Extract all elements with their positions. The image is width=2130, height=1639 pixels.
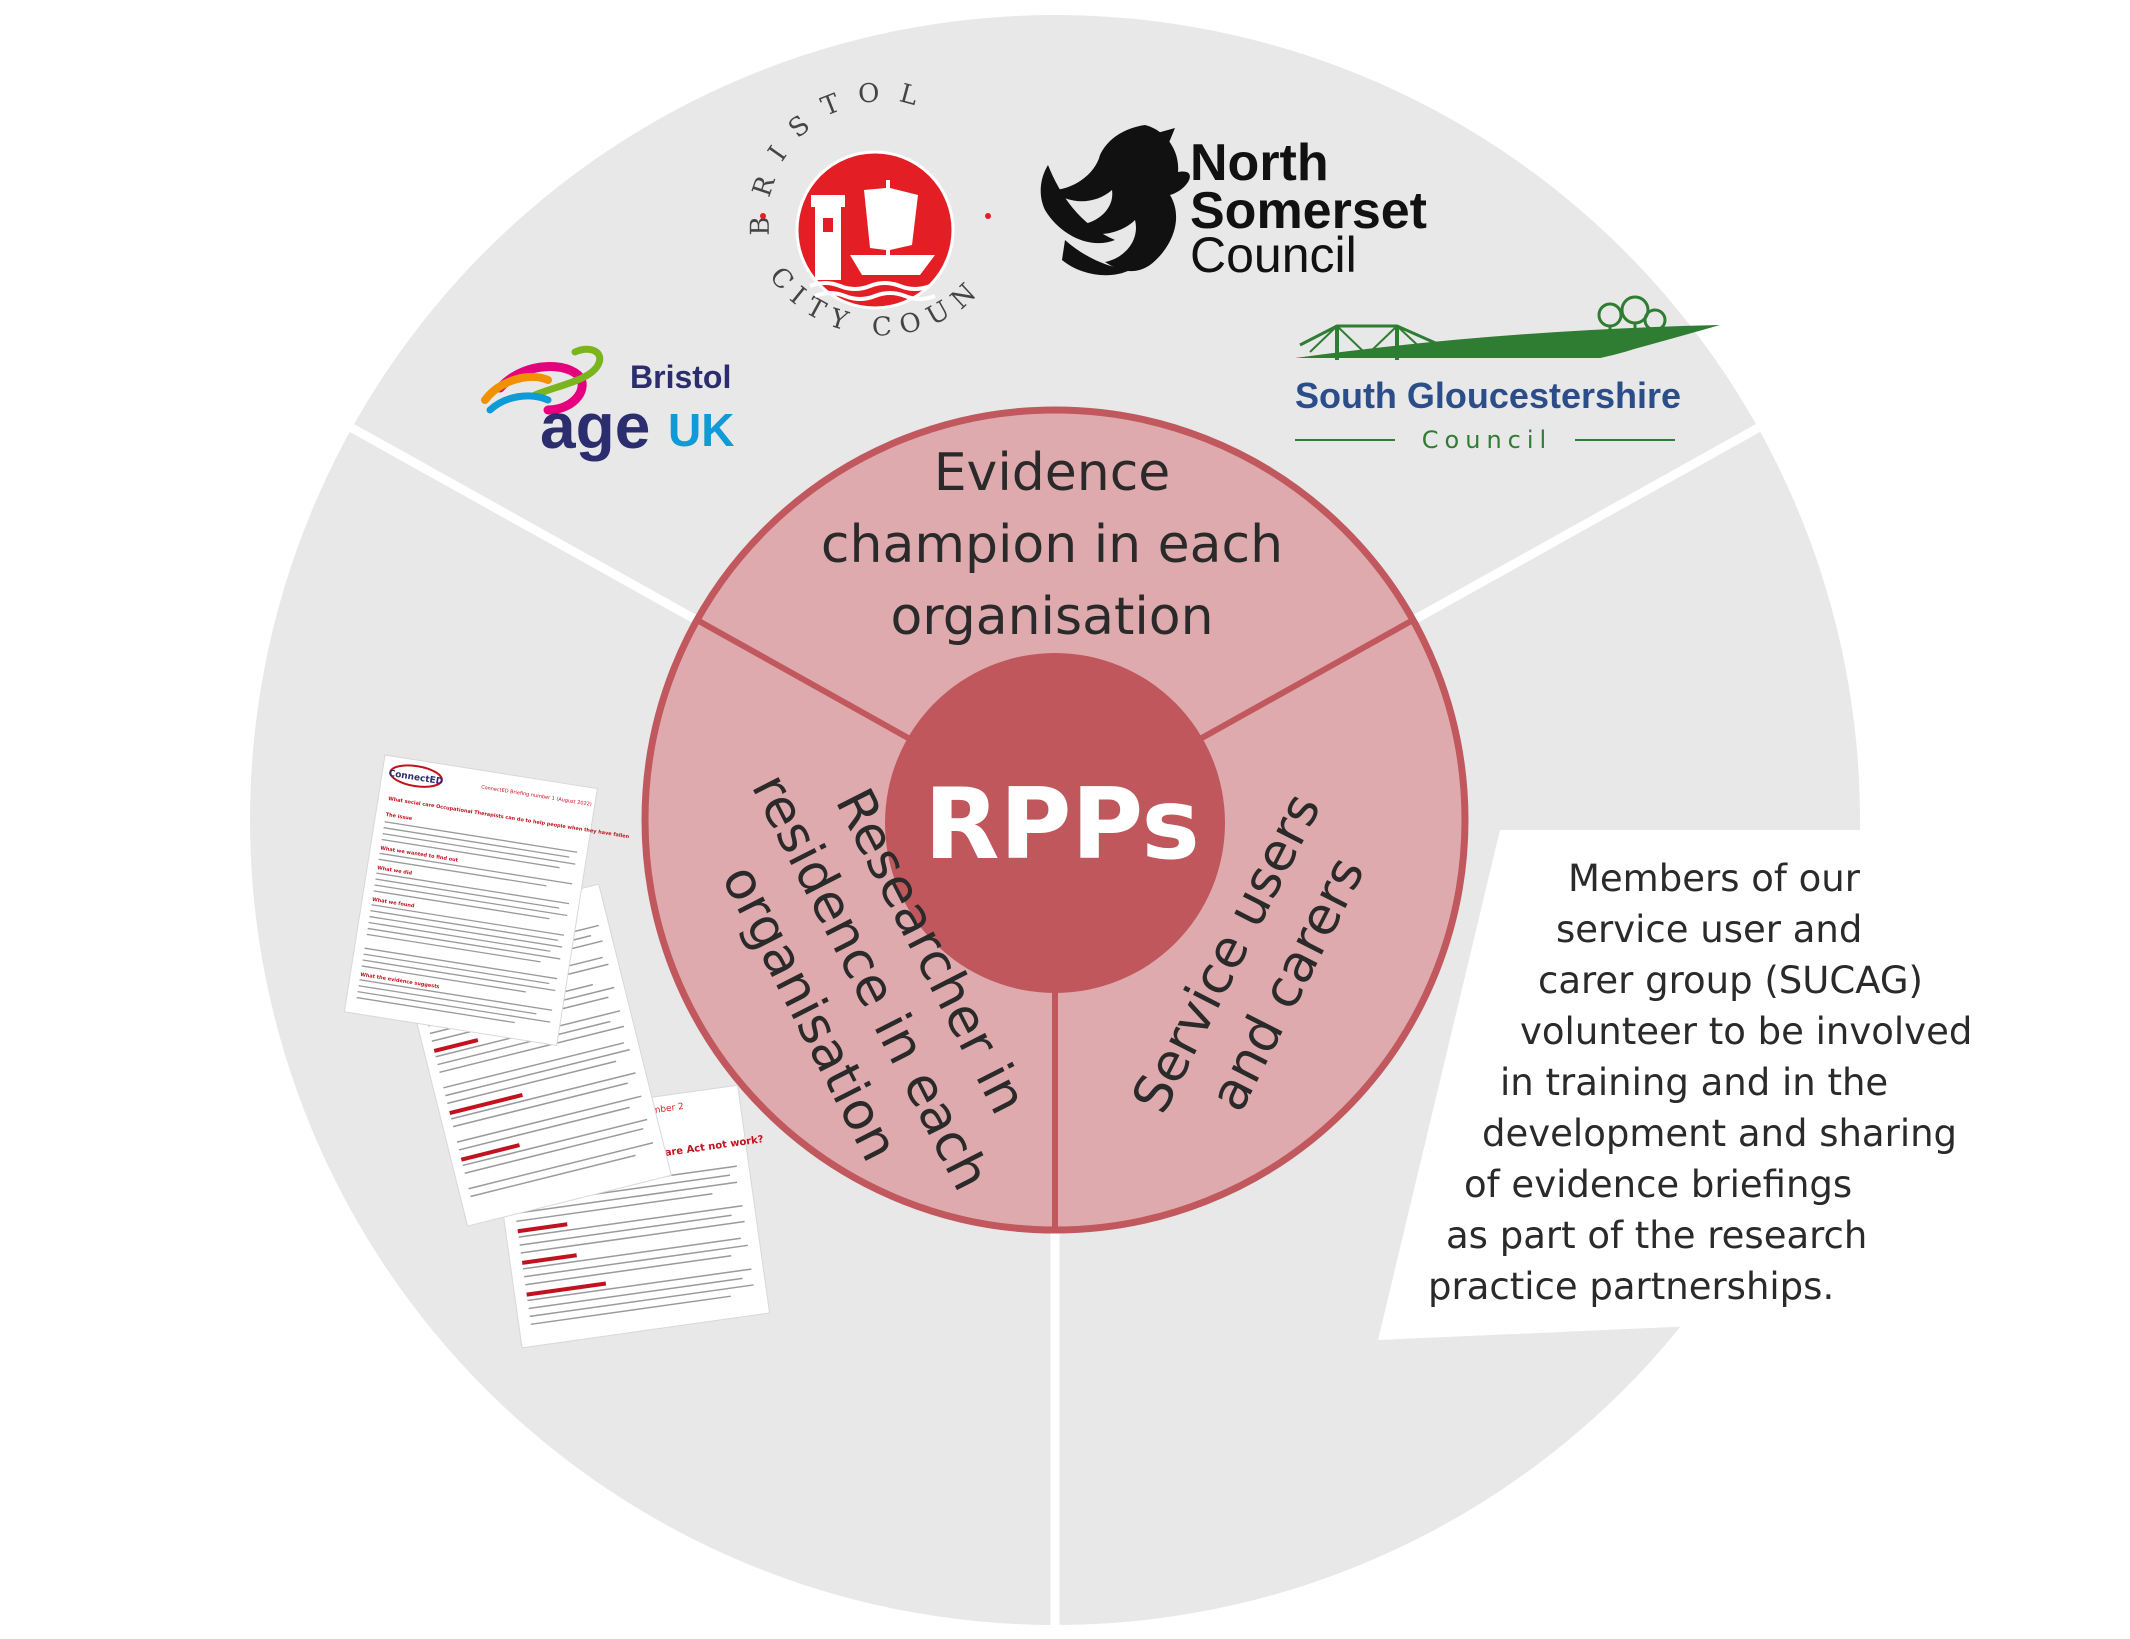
age-uk-logo: Bristol age UK [481, 345, 734, 462]
evidence-briefings: number 2 ing Care Act not work? [343, 754, 771, 1349]
south-glos-sub: Council [1422, 426, 1552, 454]
segment-top: Evidence champion in each organisation [821, 443, 1283, 647]
dragon-icon [1040, 125, 1190, 276]
briefing-heading-1: The issue [385, 812, 413, 822]
age-uk-swirl-icon [481, 345, 604, 415]
segment-top-line-2: champion in each [821, 515, 1283, 575]
callout-line-3: carer group (SUCAG) [1538, 959, 1923, 1002]
bridge-trees-icon [1295, 295, 1720, 360]
north-somerset-line-1: North [1190, 134, 1329, 192]
age-uk-prefix: Bristol [630, 359, 731, 395]
briefing-sheet-1: ConnectED ConnectED Briefing number 1 (A… [343, 754, 630, 1047]
callout-line-8: as part of the research [1446, 1214, 1868, 1257]
callout-background [1378, 830, 1945, 1340]
segment-top-line-3: organisation [890, 587, 1213, 647]
south-glos-name: South Gloucestershire [1295, 375, 1681, 416]
callout-line-6: development and sharing [1482, 1112, 1958, 1155]
north-somerset-line-3: Council [1190, 227, 1357, 283]
callout-line-7: of evidence briefings [1464, 1163, 1853, 1206]
callout-line-5: in training and in the [1500, 1061, 1889, 1104]
bristol-crest-icon [795, 150, 955, 310]
callout-line-2: service user and [1556, 908, 1863, 951]
briefing-heading-3: What we did [377, 865, 413, 876]
sucag-callout: Members of our service user and carer gr… [1390, 845, 1972, 1325]
north-somerset-logo: North Somerset Council [1040, 125, 1427, 283]
segment-top-line-1: Evidence [934, 443, 1171, 503]
center-label: RPPs [924, 768, 1200, 882]
age-uk-word-2: UK [668, 404, 734, 456]
callout-line-1: Members of our [1568, 857, 1860, 900]
center-circle [885, 653, 1225, 993]
callout-line-9: practice partnerships. [1428, 1265, 1835, 1308]
south-glos-logo: South Gloucestershire Council [1295, 295, 1720, 454]
north-somerset-line-2: Somerset [1190, 182, 1427, 240]
callout-line-4: volunteer to be involved [1520, 1010, 1973, 1053]
age-uk-word-1: age [540, 390, 650, 462]
